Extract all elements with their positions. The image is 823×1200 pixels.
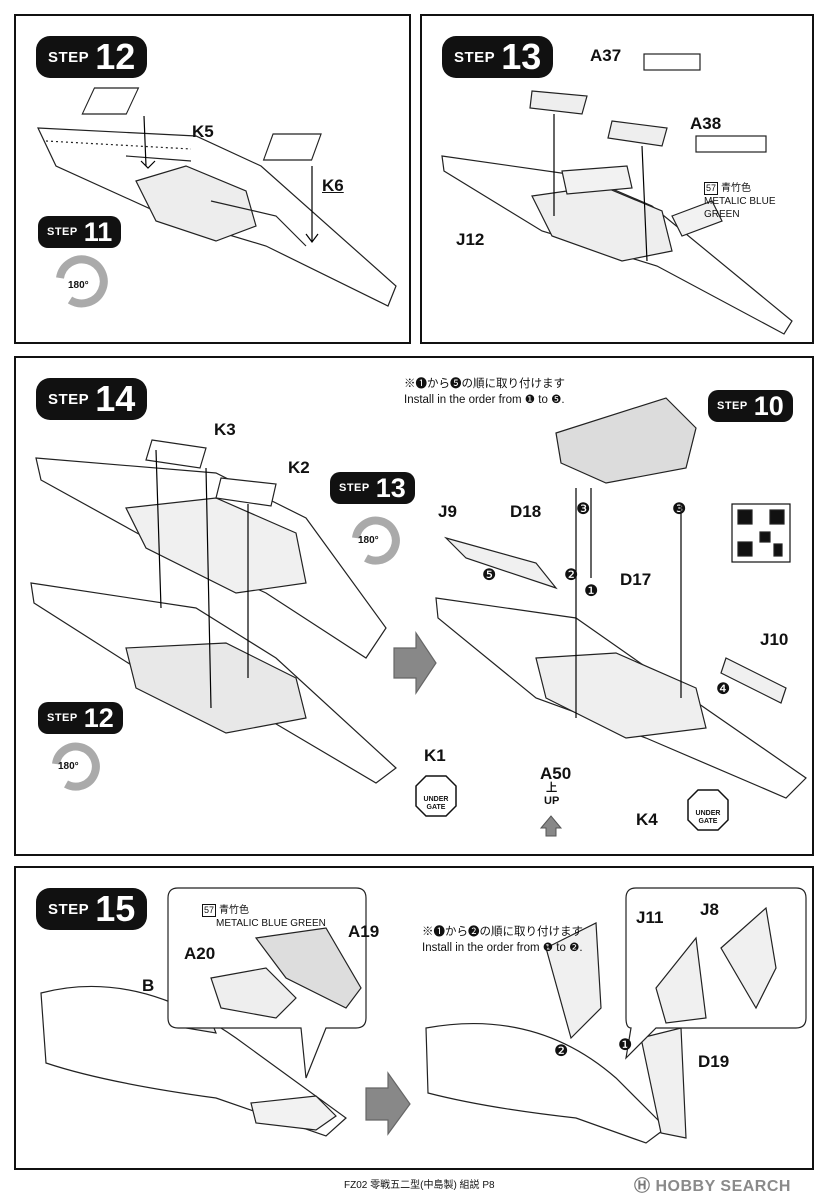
install-order-jp: ※❶から❺の順に取り付けます: [404, 378, 565, 390]
rotate-180-icon-lower: [52, 742, 100, 791]
step-word: STEP: [717, 400, 748, 412]
step-number: 12: [83, 703, 114, 733]
order-mark-2: ❷: [554, 1043, 569, 1060]
ref-step-12-badge: STEP 12: [38, 702, 123, 734]
step-word: STEP: [48, 48, 90, 66]
part-a38: A38: [690, 114, 722, 133]
ref-step-13-badge: STEP 13: [330, 472, 415, 504]
part-j11: J11: [636, 908, 664, 927]
part-d17: D17: [620, 570, 652, 589]
step-14-badge: STEP 14: [36, 378, 148, 420]
under-gate-badge-left: UNDER GATE: [414, 774, 458, 818]
order-mark-4: ❹: [716, 681, 731, 698]
step-number: 13: [375, 473, 406, 503]
step-word: STEP: [339, 482, 370, 494]
order-mark-5: ❺: [482, 567, 497, 584]
under-gate-badge-right: UNDER GATE: [686, 788, 730, 832]
step-word: STEP: [454, 48, 496, 66]
part-k1: K1: [424, 746, 446, 765]
part-k4: K4: [636, 810, 658, 829]
paint-name-jp: 青竹色: [219, 905, 250, 916]
step-14-panel: STEP 14 STEP 13 STEP 12 STEP 10 180° 180…: [14, 356, 814, 856]
rotate-180-icon: [56, 255, 108, 308]
under-gate-label: UNDER GATE: [423, 796, 449, 811]
part-d19: D19: [698, 1052, 730, 1071]
part-j8: J8: [700, 900, 719, 919]
paint-code-box: 57: [704, 182, 719, 195]
install-order-note: ※❶から❺の順に取り付けます Install in the order from…: [404, 376, 565, 408]
rotate-180-label-lower: 180°: [58, 761, 79, 772]
install-order-en: Install in the order from ❶ to ❷.: [422, 942, 583, 954]
order-mark-1: ❶: [584, 583, 599, 600]
watermark-logo: Ⓗ: [634, 1178, 651, 1195]
part-j10: J10: [760, 630, 789, 649]
under-gate-label: UNDER GATE: [695, 810, 721, 825]
install-order-en: Install in the order from ❶ to ❺.: [404, 394, 565, 406]
step-15-badge: STEP 15: [36, 888, 148, 930]
step-12-panel: STEP 12 K5 K6 STEP 11 180°: [14, 14, 411, 344]
order-mark-2: ❷: [564, 567, 579, 584]
step-number: 13: [501, 36, 542, 77]
step-word: STEP: [47, 712, 78, 724]
paint-name-en: METALIC BLUE GREEN: [704, 196, 776, 220]
wing-lower-illustration: [37, 87, 397, 308]
part-j12: J12: [456, 230, 485, 249]
watermark: Ⓗ HOBBY SEARCH: [634, 1172, 791, 1196]
paint-code-box: 57: [202, 904, 217, 917]
part-a50: A50: [540, 764, 572, 783]
step-number: 12: [95, 36, 136, 77]
paint-name-en: METALIC BLUE GREEN: [216, 918, 326, 929]
ref-step-10-badge: STEP 10: [708, 390, 793, 422]
rotate-180-label: 180°: [68, 280, 89, 291]
step-13-badge: STEP 13: [442, 36, 554, 78]
step-word: STEP: [47, 226, 78, 238]
part-k5: K5: [192, 122, 214, 141]
paint-name-jp: 青竹色: [721, 183, 752, 194]
up-label-jp: 上: [546, 782, 558, 794]
order-mark-3a: ❸: [576, 501, 591, 518]
rotate-180-icon-upper: [352, 516, 400, 565]
part-k3: K3: [214, 420, 236, 439]
step-12-badge: STEP 12: [36, 36, 148, 78]
part-k2: K2: [288, 458, 310, 477]
wing-assembly-illustration: [30, 397, 807, 837]
step-word: STEP: [48, 900, 90, 918]
part-a37: A37: [590, 46, 622, 65]
step-word: STEP: [48, 390, 90, 408]
rotate-180-label-upper: 180°: [358, 535, 379, 546]
ref-step-11-badge: STEP 11: [38, 216, 122, 248]
part-a20: A20: [184, 944, 216, 963]
up-label-en: UP: [544, 795, 560, 807]
install-order-jp: ※❶から❷の順に取り付けます: [422, 926, 583, 938]
part-j9: J9: [438, 502, 457, 521]
order-mark-1: ❶: [618, 1037, 633, 1054]
watermark-text: HOBBY SEARCH: [655, 1178, 791, 1195]
step-number: 14: [95, 378, 136, 419]
part-d18: D18: [510, 502, 542, 521]
up-label: 上 UP: [544, 782, 559, 808]
order-mark-3b: ❸: [672, 501, 687, 518]
up-arrow-icon: [539, 815, 563, 837]
wing-parts-illustration: [441, 53, 793, 335]
step-number: 15: [95, 888, 136, 929]
tail-assembly-illustration: [40, 887, 807, 1144]
install-order-note: ※❶から❷の順に取り付けます Install in the order from…: [422, 924, 583, 956]
step-number: 11: [83, 217, 113, 247]
page-footer: FZ02 零戦五二型(中島製) 組説 P8: [344, 1180, 495, 1191]
part-a19: A19: [348, 922, 380, 941]
step-number: 10: [753, 391, 784, 421]
part-k6: K6: [322, 176, 344, 195]
part-b: B: [142, 976, 155, 995]
